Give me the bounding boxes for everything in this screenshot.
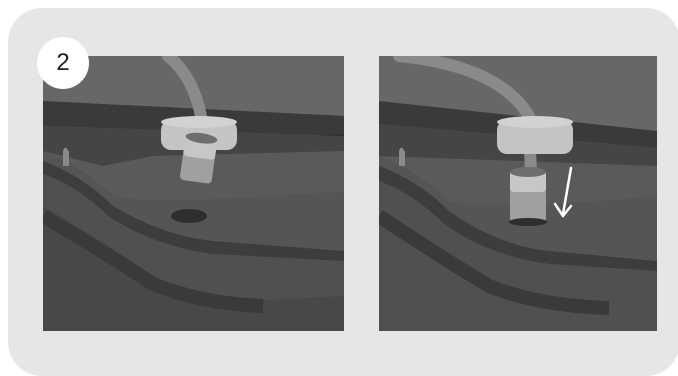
illustration-panel-before xyxy=(43,56,344,331)
tube-connector-seated-illustration xyxy=(43,56,344,331)
tube-connector-pressed-down-illustration xyxy=(379,56,657,331)
step-number: 2 xyxy=(56,49,69,77)
illustration-panel-after xyxy=(379,56,657,331)
step-number-badge: 2 xyxy=(37,37,89,89)
